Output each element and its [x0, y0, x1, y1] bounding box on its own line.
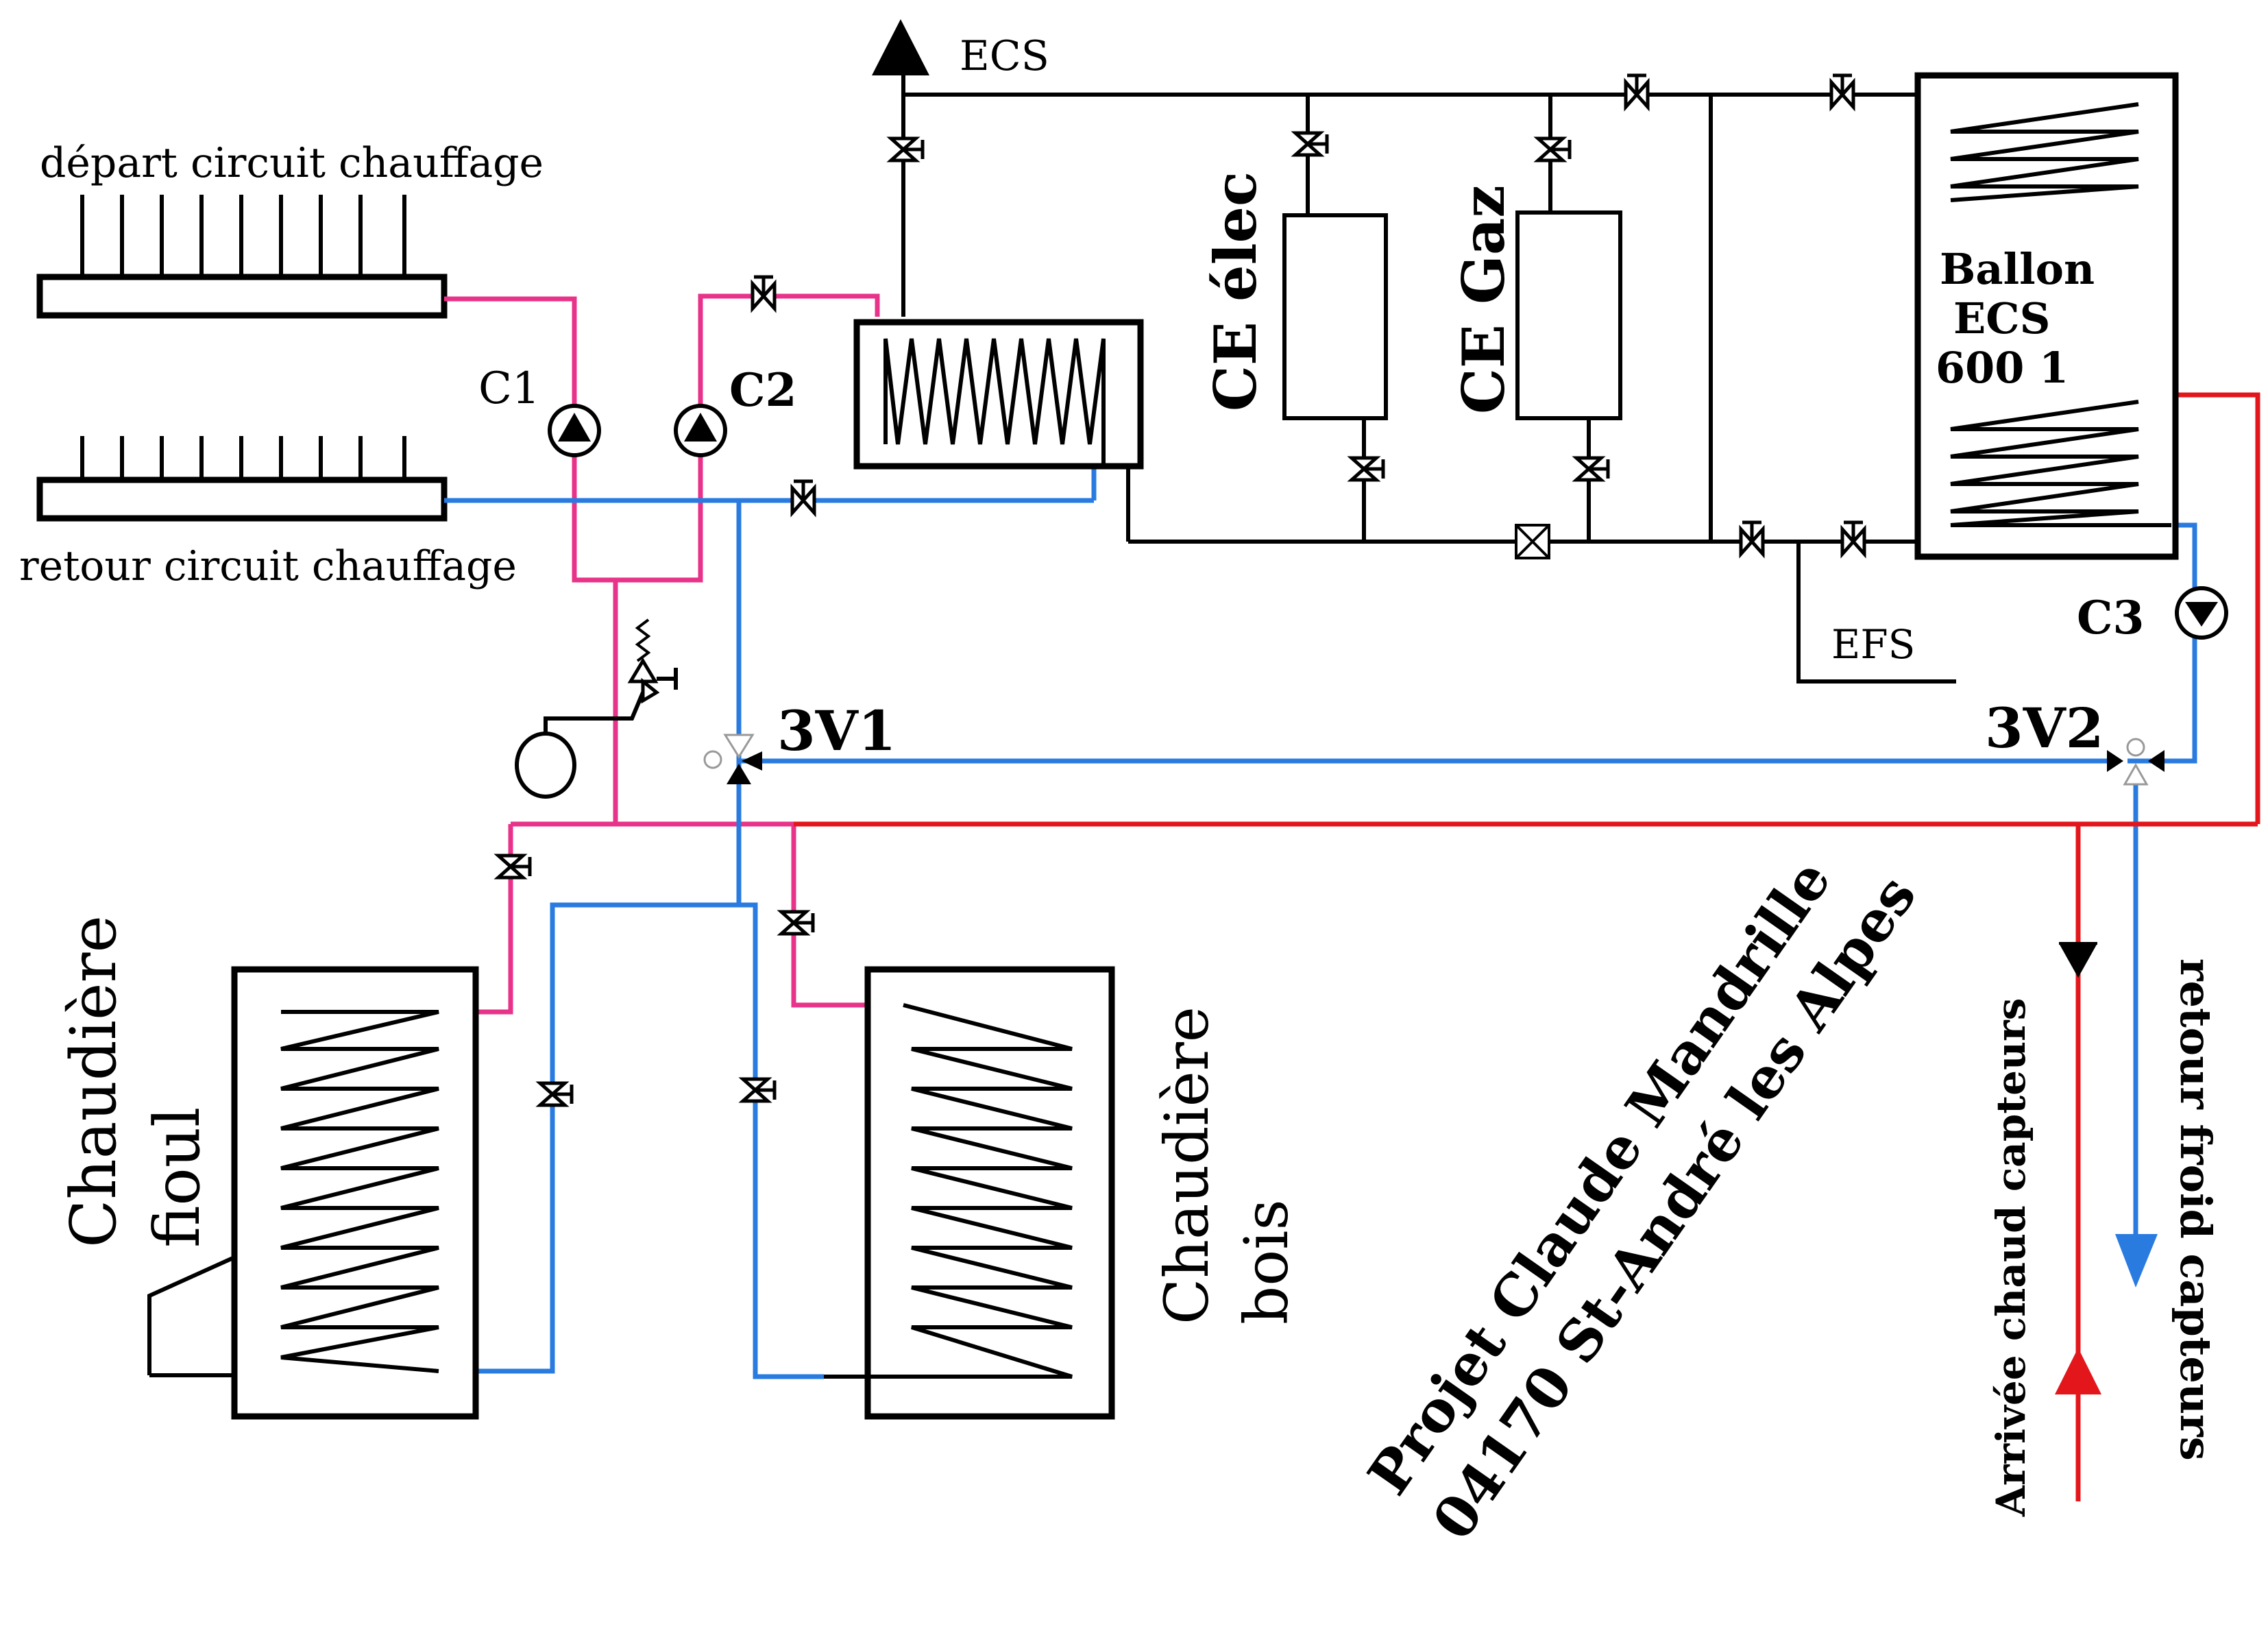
chaudiere-bois-boiler	[824, 966, 1115, 1420]
retour-froid-arrow-icon	[2115, 1234, 2158, 1288]
valve-icon	[1576, 458, 1608, 480]
arrivee-arrow-icon	[2055, 1348, 2101, 1394]
c2-label: C2	[729, 363, 796, 417]
retour-label: retour circuit chauffage	[19, 542, 517, 590]
chaudiere-fioul-line1: Chaudière	[57, 915, 130, 1248]
ce-gaz-heater	[1515, 210, 1622, 420]
ballon-line2: ECS	[1953, 293, 2050, 343]
chaudiere-fioul-line2: fioul	[141, 1107, 214, 1248]
3v2-label: 3V2	[1985, 696, 2104, 760]
projet-line1: Projet Claude Mandrille	[1356, 848, 1844, 1506]
valve-icon	[792, 481, 814, 513]
valve-icon	[1626, 75, 1648, 107]
ecs-label: ECS	[960, 32, 1049, 80]
ce-elec-label: CE élec	[1202, 171, 1269, 411]
retour-froid-label: retour froid capteurs	[2171, 958, 2221, 1461]
projet-line2: 04170 St-André les Alpes	[1420, 864, 1929, 1552]
three-way-valve-3v1-icon	[703, 734, 755, 784]
valve-icon	[1831, 75, 1853, 107]
ce-elec-heater	[1282, 213, 1388, 420]
valve-icon	[891, 138, 923, 160]
valve-icon	[753, 277, 775, 309]
3v1-label: 3V1	[777, 699, 896, 763]
valve-icon	[1352, 458, 1383, 480]
retour-manifold	[36, 436, 448, 522]
expansion-vessel-icon	[515, 716, 615, 799]
valve-icon	[1741, 522, 1763, 554]
pump-c1-icon	[550, 406, 599, 455]
pump-c3-icon	[2175, 586, 2228, 640]
cold-return-piping	[436, 463, 2197, 1379]
safety-valve-icon	[615, 618, 678, 721]
ballon-ecs-tank	[1914, 72, 2179, 560]
chaudiere-bois-line2: bois	[1231, 1199, 1302, 1325]
chaudiere-bois-line1: Chaudière	[1151, 1006, 1222, 1325]
ballon-line3: 600 1	[1936, 343, 2069, 393]
chaudiere-fioul-boiler	[147, 966, 479, 1420]
valve-icon	[1538, 138, 1570, 160]
c3-label: C3	[2077, 591, 2144, 644]
depart-manifold	[36, 195, 448, 319]
valve-icon	[781, 912, 813, 934]
valve-icon	[498, 856, 530, 878]
check-valve-icon	[2059, 943, 2097, 978]
c1-label: C1	[478, 363, 540, 414]
3v1-arrow-icon	[742, 751, 762, 771]
ballon-line1: Ballon	[1940, 244, 2095, 294]
closed-valve-icon	[1515, 524, 1550, 559]
valve-icon	[1295, 133, 1327, 155]
valve-icon	[540, 1083, 572, 1105]
heat-exchanger	[853, 319, 1144, 470]
efs-label: EFS	[1831, 621, 1915, 668]
pump-c2-icon	[676, 406, 725, 455]
depart-label: départ circuit chauffage	[40, 139, 544, 187]
three-way-valve-3v2-icon	[2107, 738, 2165, 786]
ecs-arrow-icon	[872, 19, 929, 75]
ce-gaz-label: CE Gaz	[1450, 185, 1517, 414]
arrivee-label: Arrivée chaud capteurs	[1988, 998, 2034, 1517]
valve-icon	[743, 1079, 775, 1101]
valve-icon	[1842, 522, 1864, 554]
